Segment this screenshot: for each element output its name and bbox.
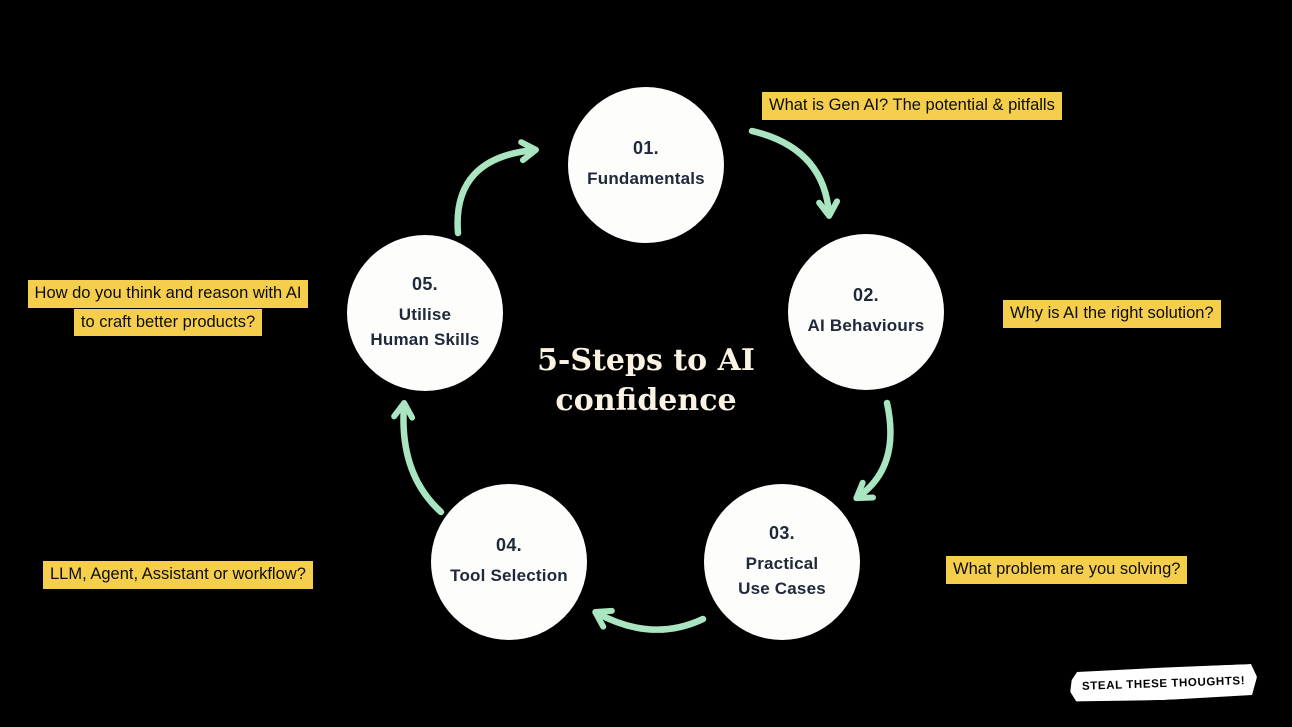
arrow-01-to-02 [748, 127, 841, 219]
step-number: 01. [633, 138, 659, 159]
arrow-04-to-05 [391, 400, 445, 516]
annotation-tool-selection: LLM, Agent, Assistant or workflow? [43, 561, 313, 589]
step-number: 04. [496, 535, 522, 556]
annotation-human-skills-line-1: How do you think and reason with AI [27, 280, 309, 308]
arrow-03-to-04 [592, 607, 707, 633]
badge-text: STEAL THESE THOUGHTS! [1081, 675, 1246, 693]
annotation-fundamentals: What is Gen AI? The potential & pitfalls [762, 92, 1062, 120]
step-circle-practical-use-cases: 03. Practical Use Cases [704, 484, 860, 640]
step-label: Practical Use Cases [738, 553, 826, 599]
title-line-2: confidence [555, 383, 737, 418]
arrow-02-to-03 [853, 399, 894, 502]
title-line-1: 5-Steps to AI [537, 343, 755, 378]
step-label: Tool Selection [450, 566, 568, 586]
step-circle-fundamentals: 01. Fundamentals [568, 87, 724, 243]
step-label: Utilise Human Skills [370, 304, 480, 350]
step-circle-tool-selection: 04. Tool Selection [431, 484, 587, 640]
arrow-05-to-01 [454, 139, 539, 237]
annotation-human-skills-line-2: to craft better products? [73, 308, 263, 337]
step-label: Fundamentals [587, 169, 705, 189]
step-number: 03. [769, 522, 795, 543]
step-number: 02. [853, 285, 879, 306]
annotation-ai-behaviours: Why is AI the right solution? [1003, 300, 1221, 328]
annotation-human-skills: How do you think and reason with AI to c… [18, 280, 318, 337]
step-circle-ai-behaviours: 02. AI Behaviours [788, 234, 944, 390]
step-label: AI Behaviours [807, 316, 925, 336]
diagram-title: 5-Steps to AI confidence [496, 341, 796, 421]
annotation-practical-use-cases: What problem are you solving? [946, 556, 1188, 584]
step-circle-utilise-human-skills: 05. Utilise Human Skills [347, 235, 503, 391]
step-number: 05. [412, 273, 438, 294]
